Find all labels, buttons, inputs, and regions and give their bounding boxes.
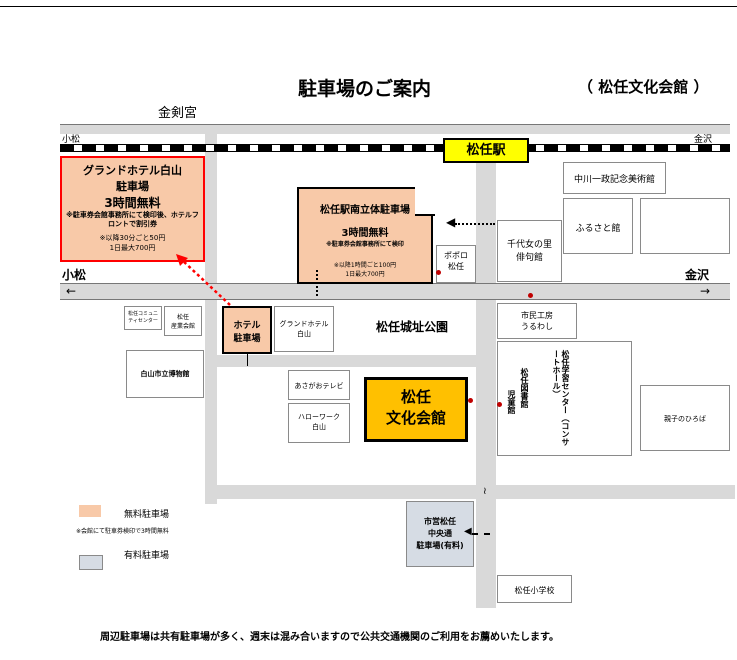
block-popolo: ポポロ 松任 — [436, 245, 476, 283]
road-gap-icon: ≀ — [483, 486, 487, 497]
exit-arrow-station-south — [316, 270, 318, 296]
label-oyako: 親子のひろば — [664, 415, 706, 423]
block-chiyojo: 千代女の里 俳句館 — [497, 220, 562, 282]
block-asagao-tv: あさがおテレビ — [288, 370, 350, 400]
page-title: 駐車場のご案内 — [298, 78, 432, 100]
label-shimin-kobo: 市民工房 うるわし — [521, 311, 553, 331]
top-rule — [0, 6, 737, 7]
label-popolo: ポポロ 松任 — [444, 251, 468, 271]
hotel-parking[interactable]: ホテル 駐車場 — [222, 306, 272, 354]
road-label-komatsu: 小松 — [62, 268, 87, 282]
grand-hotel-parking-sub: 駐車場 — [116, 180, 149, 193]
arrow-right-icon: → — [700, 284, 711, 298]
arrow-left-icon: ← — [66, 284, 77, 298]
station-south-parking-free: 3時間無料 — [341, 228, 389, 239]
block-hellowork: ハローワーク 白山 — [288, 403, 350, 443]
entry-arrow-station-south — [455, 223, 495, 225]
label-asagao-tv: あさがおテレビ — [294, 382, 344, 390]
label-gakushu: 松任学習センター（コンサートホール） — [552, 350, 570, 446]
label-nakagawa: 中川一政記念美術館 — [573, 175, 655, 185]
kaikan-marker-icon — [468, 398, 473, 403]
label-castle-park: 松任城址公園 — [376, 320, 449, 334]
block-furusato-right — [640, 198, 730, 254]
label-hotel-parking: ホテル 駐車場 — [233, 321, 261, 344]
road-line-top — [60, 124, 730, 125]
label-chiyojo: 千代女の里 俳句館 — [506, 240, 552, 263]
bunka-kaikan[interactable]: 松任 文化会館 — [364, 377, 468, 442]
station-south-parking-rate2: 1日最大700円 — [345, 271, 385, 278]
label-furusato: ふるさと館 — [575, 224, 621, 234]
exit-arrow-hotel-parking — [247, 352, 248, 366]
page-subtitle: （ 松任文化会館 ） — [578, 78, 709, 96]
shimin-kobo-marker-icon — [528, 293, 533, 298]
grand-hotel-parking-rate1: ※以降30分ごと50円 — [99, 234, 166, 242]
bunka-kaikan-line2: 文化会館 — [385, 409, 446, 427]
block-oyako: 親子のひろば — [640, 385, 730, 451]
road-vertical-left — [205, 124, 217, 504]
block-museum: 白山市立博物館 — [126, 350, 204, 398]
road-lower-horizontal — [205, 485, 735, 499]
entry-arrow-shiei — [472, 533, 490, 535]
legend-paid-swatch — [79, 555, 103, 570]
block-nakagawa-museum: 中川一政記念美術館 — [563, 162, 666, 194]
railway-line — [60, 144, 730, 152]
entry-arrow-shiei-icon: ◀ — [464, 526, 472, 537]
label-sangyo: 松任 産業会館 — [170, 314, 195, 330]
gakushu-marker-icon — [497, 402, 502, 407]
station-south-parking[interactable]: 松任駅南立体駐車場 3時間無料 ※駐車券会館事務所にて検印 ※以降1時間ごと10… — [297, 187, 433, 284]
rail-label-kanazawa: 金沢 — [694, 135, 713, 145]
legend-paid-label: 有料駐車場 — [124, 551, 170, 561]
road-line-main-bottom — [60, 299, 730, 300]
road-mid-horizontal — [205, 355, 495, 367]
block-elementary: 松任小学校 — [497, 575, 572, 603]
station-south-parking-notch-border — [415, 214, 435, 216]
label-library: 松任図書館 — [520, 368, 529, 408]
block-gakushu-center: 松任学習センター（コンサートホール） 松任図書館 児童館 — [497, 341, 632, 456]
station-south-parking-rate1: ※以降1時間ごと100円 — [333, 262, 397, 269]
grand-hotel-parking-rate2: 1日最大700円 — [109, 244, 156, 252]
block-grand-hotel: グランドホテル 白山 — [274, 306, 334, 352]
road-vertical-center — [476, 148, 496, 608]
footer-note: 周辺駐車場は共有駐車場が多く、週末は混み合いますので公共交通機関のご利用をお薦め… — [100, 632, 559, 643]
label-shiei-parking: 市営松任 中央通 駐車場(有料) — [416, 517, 464, 550]
block-shimin-kobo: 市民工房 うるわし — [497, 303, 577, 339]
route-hotel-to-grand-hotel — [176, 254, 231, 306]
legend-free-note: ※会館にて駐車券検印で3時間無料 — [76, 528, 169, 535]
station-south-parking-name: 松任駅南立体駐車場 — [320, 205, 410, 216]
entry-arrow-station-south-icon: ◀ — [446, 215, 456, 229]
label-community: 松任コミュニ ティセンター — [127, 311, 158, 324]
legend-free-swatch — [79, 505, 101, 517]
grand-hotel-parking-note: ※駐車券会館事務所にて検印後、ホテルフロントで割引券 — [66, 211, 199, 228]
rail-label-komatsu: 小松 — [62, 135, 81, 145]
label-elementary: 松任小学校 — [514, 586, 555, 595]
road-label-kanazawa: 金沢 — [685, 268, 710, 282]
popolo-marker-icon — [436, 270, 441, 275]
road-upper-horizontal — [60, 124, 730, 134]
label-grand-hotel: グランドホテル 白山 — [279, 320, 329, 338]
block-sangyo: 松任 産業会館 — [164, 306, 202, 336]
legend-free-label: 無料駐車場 — [124, 510, 170, 520]
station-matto[interactable]: 松任駅 — [443, 138, 529, 163]
station-south-parking-note: ※駐車券会館事務所にて検印 — [326, 241, 404, 248]
grand-hotel-parking[interactable]: グランドホテル白山 駐車場 3時間無料 ※駐車券会館事務所にて検印後、ホテルフロ… — [60, 156, 205, 262]
label-hellowork: ハローワーク 白山 — [298, 413, 340, 431]
bunka-kaikan-line1: 松任 — [400, 388, 431, 406]
road-main-horizontal — [60, 283, 730, 299]
label-jidokan: 児童館 — [507, 390, 516, 414]
block-community: 松任コミュニ ティセンター — [124, 306, 162, 330]
grand-hotel-parking-name: グランドホテル白山 — [83, 164, 182, 177]
station-south-parking-notch — [415, 186, 435, 216]
road-label-kenkengu: 金剣宮 — [158, 106, 198, 121]
label-museum: 白山市立博物館 — [140, 370, 190, 378]
grand-hotel-parking-free: 3時間無料 — [104, 196, 161, 210]
block-furusato: ふるさと館 — [563, 198, 633, 254]
station-label: 松任駅 — [466, 143, 506, 158]
